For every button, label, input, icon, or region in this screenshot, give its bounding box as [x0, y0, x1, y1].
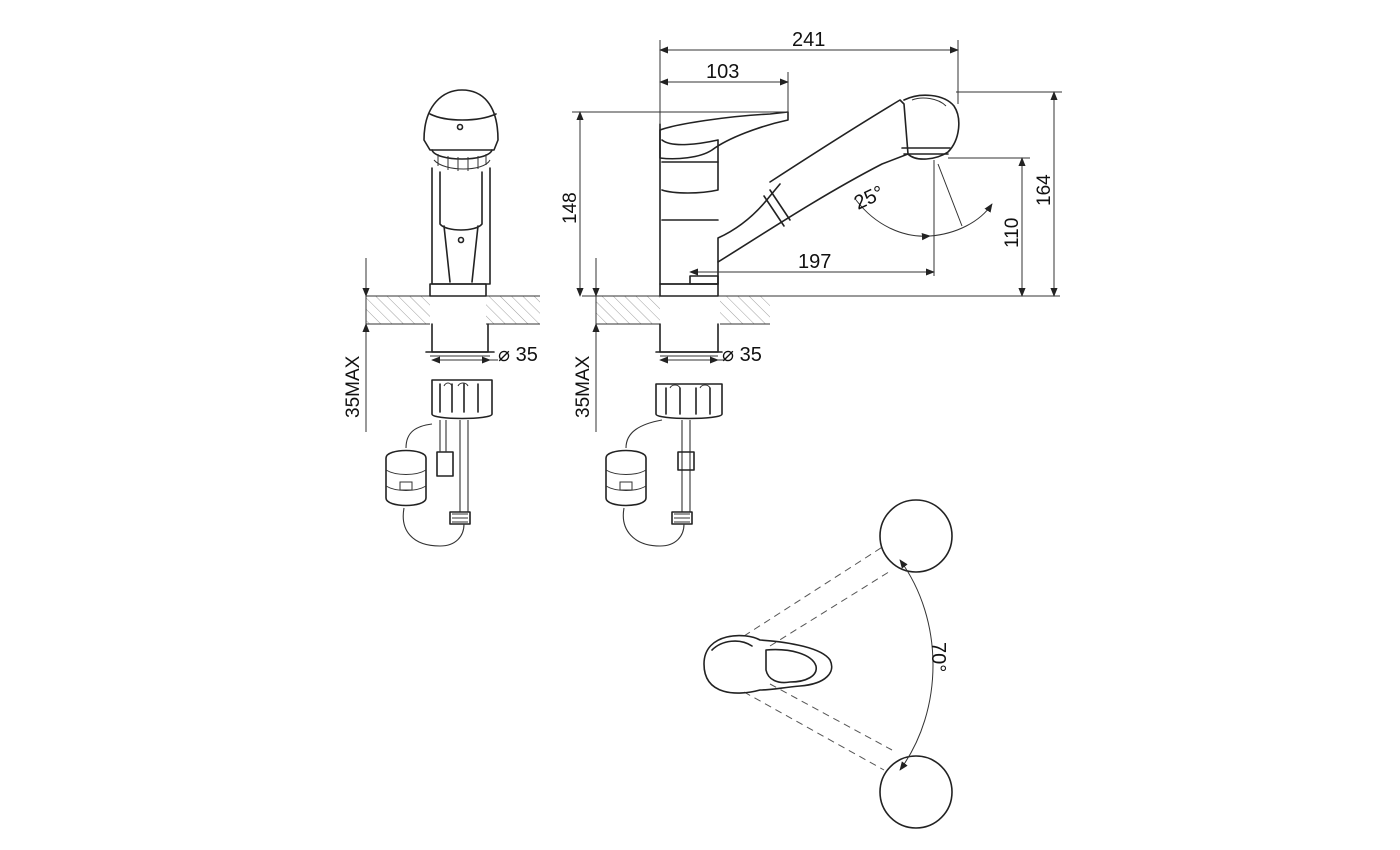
lever-ghost-lower [879, 755, 953, 829]
dimension-197: 197 [689, 160, 935, 276]
faucet-body-side [659, 123, 781, 285]
lever-top [703, 634, 833, 694]
front-view: ⌀ 35 35MAX [343, 89, 540, 547]
angle-25: 25° [851, 163, 993, 241]
dimension-label-148: 148 [560, 192, 581, 224]
nut-side [655, 383, 723, 420]
lever-ghost-upper [879, 499, 953, 573]
dimension-164: 164 [956, 91, 1062, 297]
diameter-label-front: ⌀ 35 [498, 344, 538, 366]
spray-head-front [423, 89, 499, 151]
angle-arc-70 [899, 559, 934, 771]
dimension-110: 110 [948, 157, 1030, 297]
hose-weight-side [605, 449, 647, 507]
angle-label-25: 25° [851, 182, 888, 215]
nozzle-ring-front [431, 149, 493, 160]
angle-label-70: 70° [927, 642, 949, 672]
nut-front [431, 379, 493, 420]
countertop-side [582, 294, 1060, 326]
dimension-148: 148 [560, 111, 788, 297]
top-view: 70° [703, 499, 953, 829]
countertop-front [366, 294, 540, 326]
shank-side [659, 323, 719, 353]
dimension-label-197: 197 [798, 251, 831, 273]
max-thickness-label-front: 35MAX [343, 355, 364, 418]
diameter-label-side: ⌀ 35 [722, 344, 762, 366]
dimension-241: 241 [659, 29, 959, 124]
shank-front [431, 323, 489, 353]
lever-side [659, 111, 789, 160]
dimension-label-103: 103 [706, 61, 739, 83]
max-thickness-label-side: 35MAX [573, 355, 594, 418]
dimension-label-241: 241 [792, 29, 825, 51]
pull-out-spout [717, 99, 909, 263]
dimension-103: 103 [659, 61, 789, 112]
side-view: ⌀ 35 35MAX 241 103 148 197 [560, 29, 1062, 547]
dimension-label-164: 164 [1034, 174, 1055, 206]
hose-weight-front [385, 449, 427, 507]
dimension-label-110: 110 [1002, 218, 1023, 248]
